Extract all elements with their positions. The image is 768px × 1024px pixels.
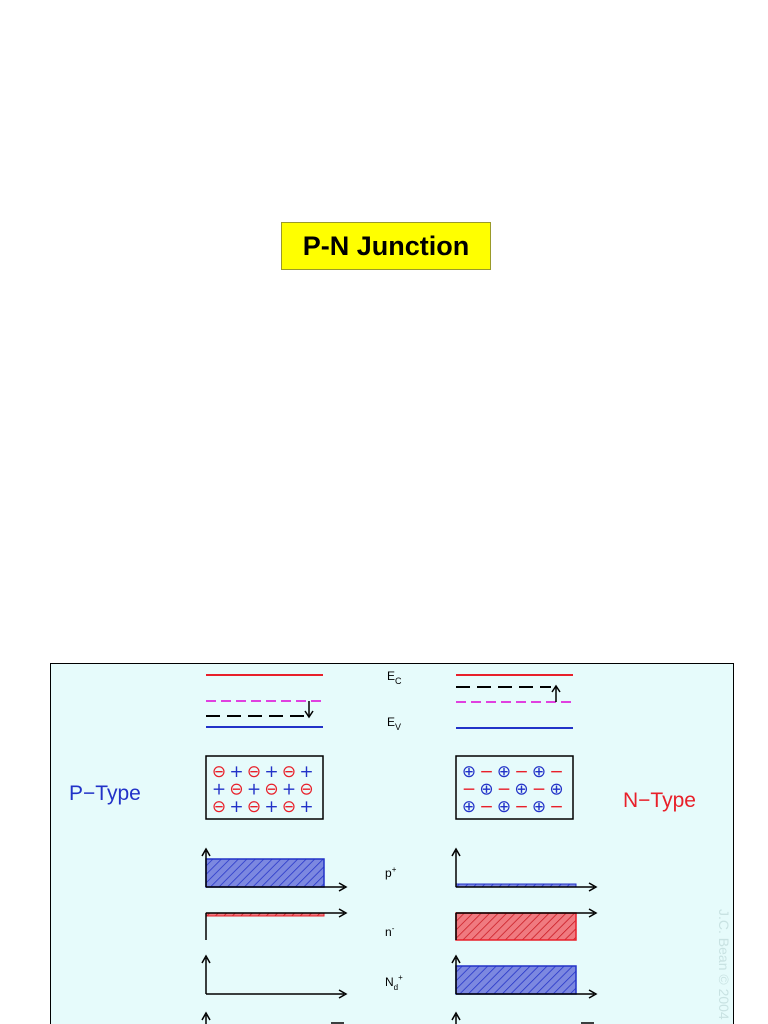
p-plot-label: p+ — [385, 865, 397, 880]
p-lattice-charge: ⊖ — [212, 797, 226, 817]
n-lattice-charge: ⊕ — [514, 780, 528, 800]
p-lattice-charge: ⊖ — [247, 762, 261, 782]
n-lattice-charge: ⊕ — [497, 762, 511, 782]
plot-fourth-left — [201, 1011, 344, 1024]
plot-nd-left — [201, 954, 348, 999]
n-lattice-charge: − — [532, 780, 546, 800]
p-lattice-box — [205, 755, 324, 820]
plot-n-right — [455, 908, 598, 941]
p-lattice-charge: + — [299, 797, 313, 817]
p-lattice-charge: ⊖ — [247, 797, 261, 817]
n-fermi-shift-arrow — [551, 684, 561, 702]
pn-diagram: J.C. Bean © 2004 EC EV P−Type N−Type — [69, 669, 732, 1024]
nd-right-hatched-region — [455, 965, 577, 995]
valence-band-label: EV — [387, 715, 401, 732]
n-plot-label: n- — [385, 924, 395, 939]
p-lattice-charge: ⊖ — [212, 762, 226, 782]
plot-p-right — [451, 847, 598, 892]
n-right-hatched-region — [455, 912, 577, 941]
n-lattice-charge: ⊕ — [532, 762, 546, 782]
plot-nd-right — [451, 954, 598, 999]
n-lattice-charge: − — [479, 797, 493, 817]
p-lattice-charge: + — [264, 762, 278, 782]
p-lattice-charge: ⊖ — [264, 780, 278, 800]
n-lattice-box — [455, 755, 574, 820]
plot-p-left — [201, 847, 348, 892]
n-lattice-charge: ⊕ — [462, 762, 476, 782]
n-lattice-charge: − — [514, 797, 528, 817]
plot-fourth-right — [451, 1011, 594, 1024]
title-box: P-N Junction — [281, 222, 491, 270]
p-left-hatched-region — [205, 858, 325, 888]
p-type-label: P−Type — [69, 782, 141, 805]
n-lattice-charges: ⊕−⊕−⊕−−⊕−⊕−⊕⊕−⊕−⊕− — [462, 762, 564, 817]
p-lattice-charge: + — [247, 780, 261, 800]
n-lattice-charge: ⊕ — [532, 797, 546, 817]
p-lattice-charge: + — [212, 780, 226, 800]
n-lattice-charge: − — [514, 762, 528, 782]
n-lattice-charge: ⊕ — [497, 797, 511, 817]
p-fermi-shift-arrow — [304, 701, 314, 719]
conduction-band-label: EC — [387, 669, 402, 686]
n-lattice-charge: ⊕ — [462, 797, 476, 817]
plot-n-left — [205, 908, 348, 940]
p-lattice-charge: ⊖ — [229, 780, 243, 800]
p-lattice-charges: ⊖+⊖+⊖++⊖+⊖+⊖⊖+⊖+⊖+ — [212, 762, 314, 817]
p-lattice-charge: + — [229, 797, 243, 817]
page-title: P-N Junction — [302, 230, 470, 261]
n-lattice-charge: ⊕ — [479, 780, 493, 800]
p-lattice-charge: + — [299, 762, 313, 782]
watermark-text: J.C. Bean © 2004 — [716, 909, 732, 1020]
n-lattice-charge: ⊕ — [549, 780, 563, 800]
p-lattice-charge: + — [229, 762, 243, 782]
n-lattice-charge: − — [549, 797, 563, 817]
nd-plot-label: Nd+ — [385, 973, 403, 992]
p-lattice-charge: + — [264, 797, 278, 817]
p-lattice-charge: ⊖ — [282, 797, 296, 817]
n-lattice-charge: − — [462, 780, 476, 800]
p-lattice-charge: ⊖ — [299, 780, 313, 800]
n-lattice-charge: − — [549, 762, 563, 782]
p-lattice-charge: + — [282, 780, 296, 800]
n-lattice-charge: − — [479, 762, 493, 782]
n-type-label: N−Type — [623, 789, 696, 812]
diagram-panel: J.C. Bean © 2004 EC EV P−Type N−Type — [50, 663, 734, 1024]
n-lattice-charge: − — [497, 780, 511, 800]
p-lattice-charge: ⊖ — [282, 762, 296, 782]
